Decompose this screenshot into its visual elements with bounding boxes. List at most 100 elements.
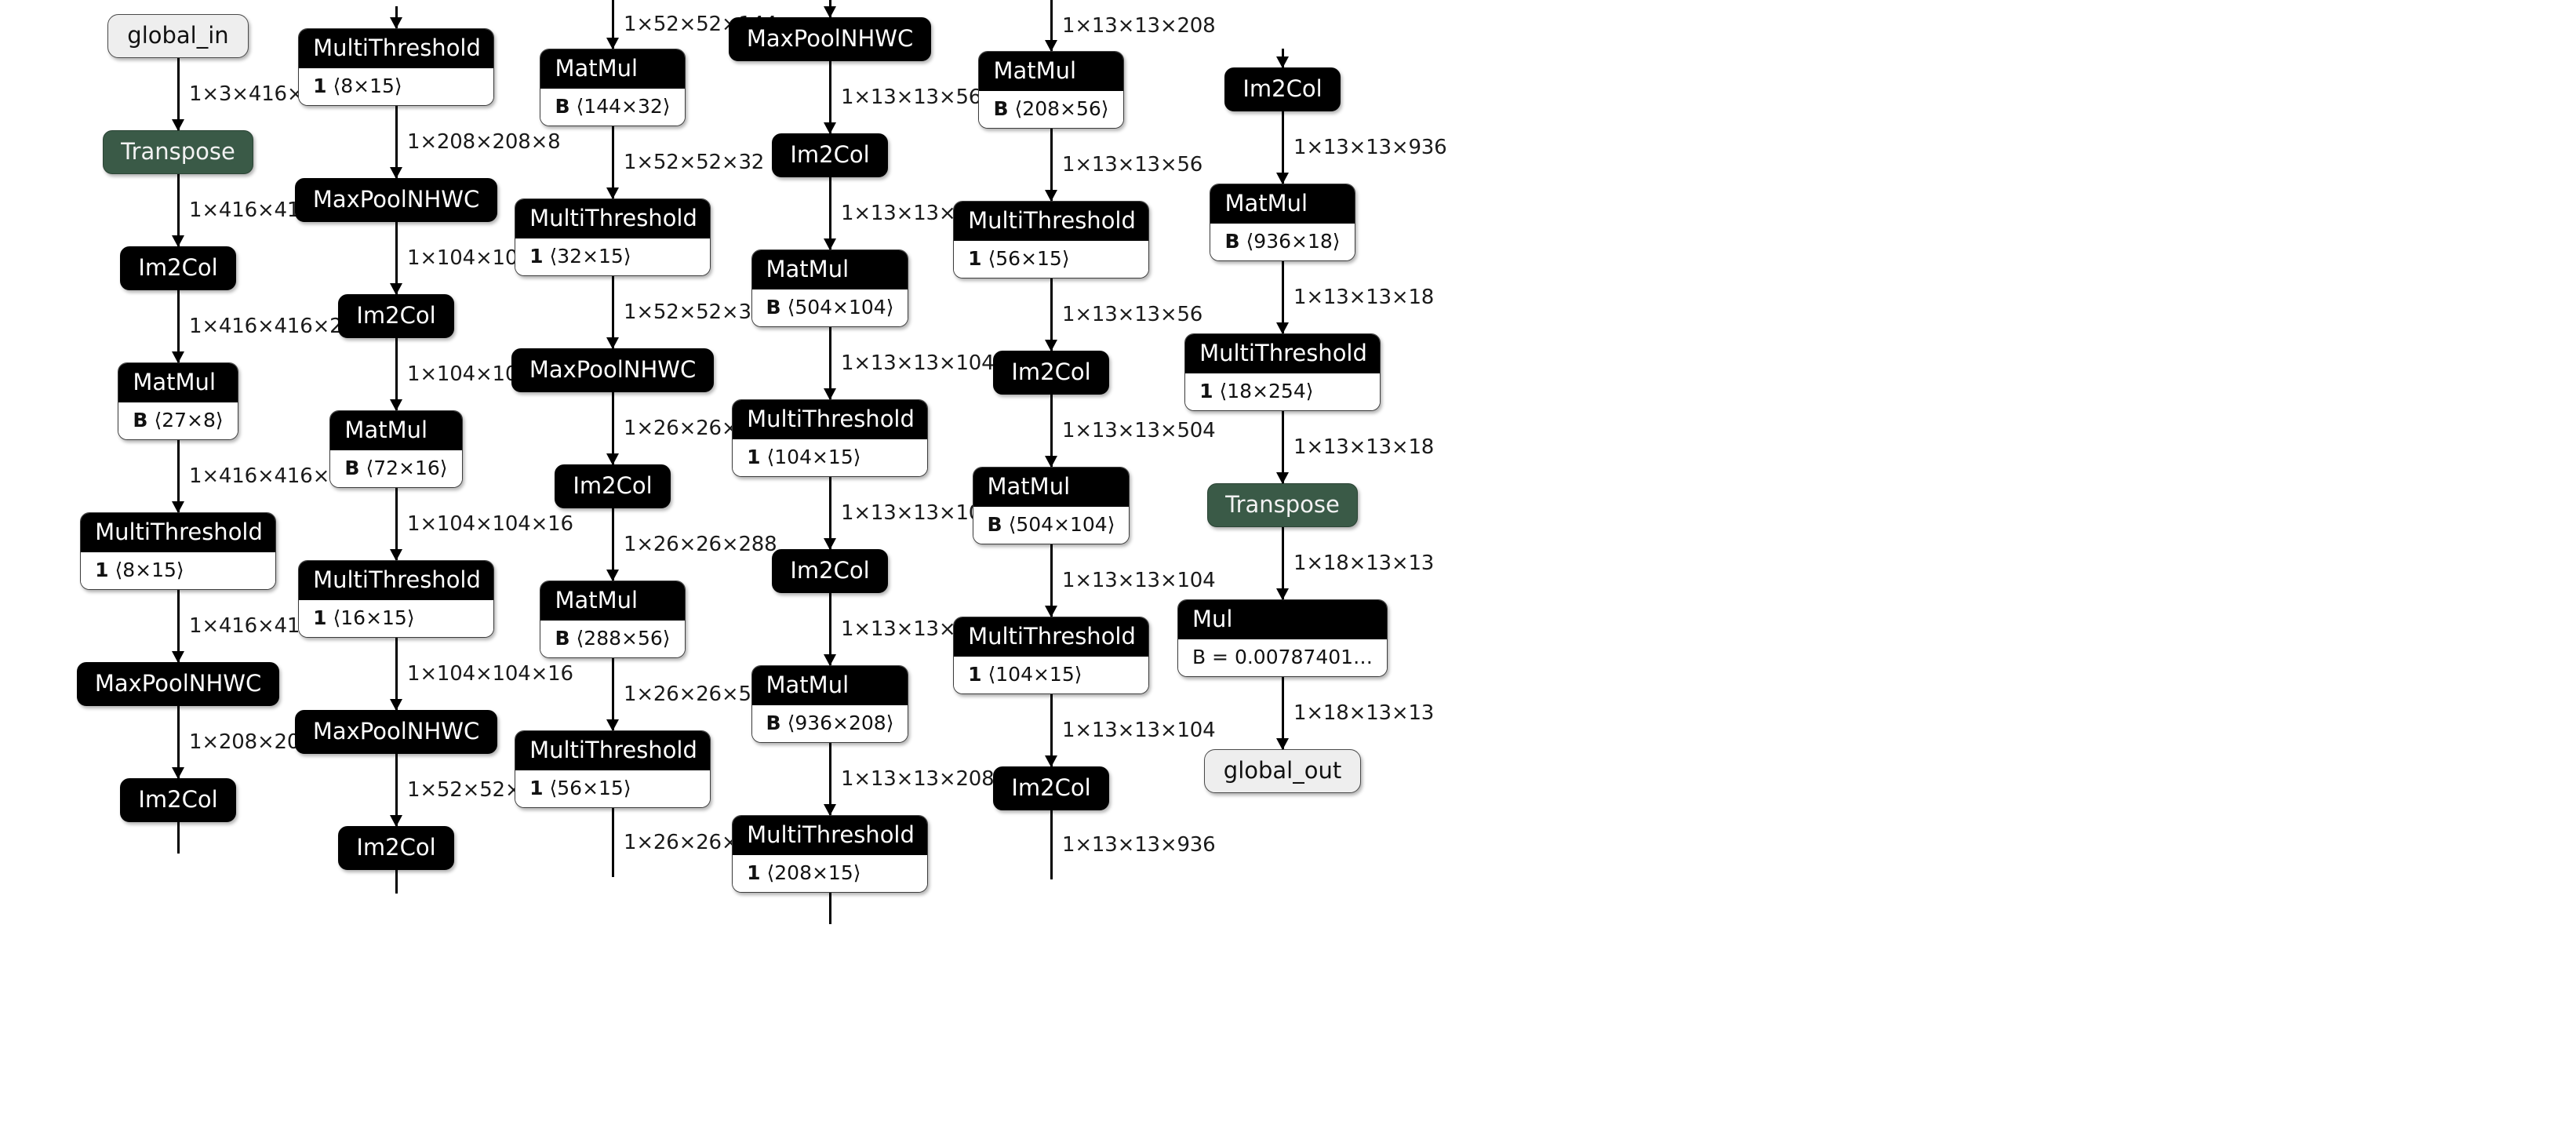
edge-line bbox=[611, 508, 614, 581]
node-transpose[interactable]: Transpose bbox=[1207, 483, 1358, 527]
edge-line bbox=[828, 327, 831, 399]
arrowhead-icon bbox=[1276, 322, 1289, 334]
edge-line bbox=[395, 638, 398, 710]
edge-shape-label: 1×104×104×16 bbox=[407, 512, 573, 536]
arrowhead-icon bbox=[1045, 190, 1057, 202]
edge-line bbox=[1050, 810, 1053, 879]
arrowhead-icon bbox=[1045, 755, 1057, 767]
edge-line bbox=[1050, 395, 1053, 467]
node-title: MultiThreshold bbox=[954, 202, 1148, 241]
node-transpose[interactable]: Transpose bbox=[103, 130, 253, 174]
node-im2col[interactable]: Im2Col bbox=[120, 246, 236, 290]
node-im2col[interactable]: Im2Col bbox=[120, 778, 236, 822]
param-value: ⟨56×15⟩ bbox=[988, 247, 1070, 270]
edge-line bbox=[1281, 261, 1284, 333]
param-key: B bbox=[133, 409, 148, 431]
node-param-row: B⟨208×56⟩ bbox=[979, 91, 1123, 128]
edge-3-6: 1×13×13×104 bbox=[661, 327, 999, 400]
node-title: MultiThreshold bbox=[733, 816, 927, 855]
arrowhead-icon bbox=[1045, 340, 1057, 351]
edge-5-10: 1×18×13×13 bbox=[1114, 677, 1451, 750]
node-im2col[interactable]: Im2Col bbox=[555, 464, 671, 508]
param-key: B bbox=[993, 97, 1009, 120]
edge-line bbox=[828, 477, 831, 549]
node-im2col[interactable]: Im2Col bbox=[993, 766, 1109, 810]
edge-5-0 bbox=[1114, 49, 1451, 68]
arrowhead-icon bbox=[824, 804, 836, 816]
node-maxpoolnhwc[interactable]: MaxPoolNHWC bbox=[76, 662, 280, 706]
node-maxpoolnhwc[interactable]: MaxPoolNHWC bbox=[728, 17, 932, 61]
param-value: ⟨936×208⟩ bbox=[787, 712, 894, 734]
edge-line bbox=[611, 392, 614, 464]
edge-line bbox=[611, 276, 614, 348]
edge-line bbox=[611, 0, 614, 49]
edge-0-13 bbox=[9, 822, 347, 854]
arrowhead-icon bbox=[824, 122, 836, 134]
node-global-out[interactable]: global_out bbox=[1203, 749, 1362, 793]
node-global-in[interactable]: global_in bbox=[107, 14, 249, 58]
edge-line bbox=[828, 61, 831, 133]
node-maxpoolnhwc[interactable]: MaxPoolNHWC bbox=[294, 178, 498, 222]
node-im2col[interactable]: Im2Col bbox=[772, 133, 888, 177]
edge-shape-label: 1×26×26×288 bbox=[624, 533, 777, 556]
arrowhead-icon bbox=[390, 815, 402, 827]
node-title: MultiThreshold bbox=[515, 731, 710, 770]
edge-2-8: 1×26×26×288 bbox=[444, 508, 781, 581]
edge-line bbox=[1281, 677, 1284, 749]
edge-2-10: 1×26×26×56 bbox=[444, 658, 781, 731]
arrowhead-icon bbox=[172, 767, 184, 779]
edge-line bbox=[395, 754, 398, 826]
node-param-row: 1⟨18×254⟩ bbox=[1185, 373, 1380, 410]
node-im2col[interactable]: Im2Col bbox=[1224, 67, 1341, 111]
node-title: MatMul bbox=[979, 52, 1123, 91]
edge-line bbox=[176, 590, 180, 662]
edge-shape-label: 1×13×13×208 bbox=[841, 767, 995, 791]
param-key: 1 bbox=[747, 446, 761, 468]
edge-4-6: 1×13×13×504 bbox=[882, 395, 1220, 468]
param-key: B bbox=[766, 712, 781, 734]
edge-shape-label: 1×13×13×936 bbox=[1293, 136, 1447, 159]
node-im2col[interactable]: Im2Col bbox=[338, 294, 454, 338]
param-value: ⟨8×15⟩ bbox=[333, 75, 402, 97]
edge-4-2: 1×13×13×56 bbox=[882, 129, 1220, 202]
arrowhead-icon bbox=[606, 570, 619, 581]
node-maxpoolnhwc[interactable]: MaxPoolNHWC bbox=[294, 710, 498, 754]
edge-shape-label: 1×13×13×56 bbox=[1062, 153, 1203, 177]
edge-line bbox=[1050, 694, 1053, 766]
edge-1-14 bbox=[227, 870, 565, 894]
arrowhead-icon bbox=[390, 549, 402, 561]
arrowhead-icon bbox=[390, 167, 402, 179]
node-im2col[interactable]: Im2Col bbox=[772, 549, 888, 593]
edge-line bbox=[828, 743, 831, 815]
arrowhead-icon bbox=[1276, 738, 1289, 750]
node-im2col[interactable]: Im2Col bbox=[993, 351, 1109, 395]
param-key: B bbox=[555, 627, 570, 650]
node-im2col[interactable]: Im2Col bbox=[338, 826, 454, 870]
param-value: ⟨72×16⟩ bbox=[366, 457, 448, 479]
arrowhead-icon bbox=[1045, 606, 1057, 617]
param-key: 1 bbox=[747, 861, 761, 884]
